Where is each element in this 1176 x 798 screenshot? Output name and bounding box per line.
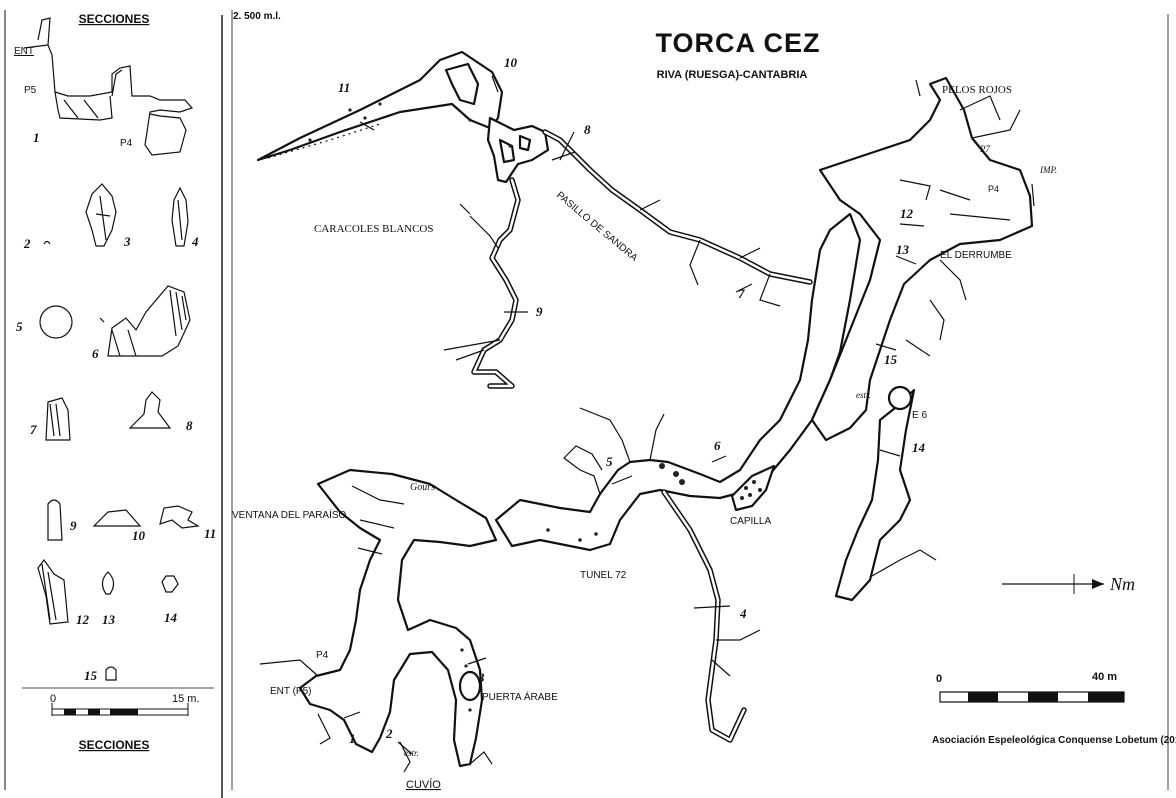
section-11-drawing (159, 505, 200, 529)
survey-length: 2. 500 m.l. (233, 11, 281, 22)
section-3-drawing (85, 183, 117, 247)
section-number-6: 6 (92, 346, 99, 361)
plan-section-2: 2 (385, 726, 393, 741)
north-network (810, 76, 1034, 442)
sections-heading-bottom: SECCIONES (79, 738, 150, 752)
section-14-drawing (161, 575, 179, 593)
cave-plan (256, 50, 1035, 773)
plan-section-6: 6 (714, 438, 721, 453)
label-e6: E 6 (912, 410, 927, 421)
section-number-10: 10 (132, 528, 146, 543)
plan-section-13: 13 (896, 242, 910, 257)
cuvio-network (298, 468, 498, 768)
plan-section-1: 1 (349, 731, 356, 746)
label-ent-p5: ENT (P5) (270, 686, 312, 697)
label-ventana-del-paraiso: VENTANA DEL PARAÍSO (232, 508, 347, 521)
section-number-13: 13 (102, 612, 116, 627)
page-title: TORCA CEZ (655, 28, 820, 58)
label-p7: P7 (979, 144, 990, 154)
chamber-10 (444, 62, 480, 106)
plan-section-9: 9 (536, 304, 543, 319)
plan-section-4: 4 (739, 606, 747, 621)
label-cuvio: CUVÍO (406, 778, 441, 791)
label-imp: IMP. (1039, 165, 1057, 175)
plan-section-7: 7 (738, 286, 745, 301)
section-number-3: 3 (123, 234, 131, 249)
section-5-drawing (39, 305, 73, 339)
plan-section-10: 10 (504, 55, 518, 70)
plan-section-11: 11 (338, 80, 350, 95)
section-6-drawing (99, 285, 191, 357)
label-capilla: CAPILLA (730, 516, 771, 527)
label-puerta-arabe: PUERTA ÁRABE (482, 690, 558, 703)
plan-section-3: 3 (477, 670, 485, 685)
label-pelos-rojos: PELOS ROJOS (942, 84, 1012, 96)
section-9-drawing (47, 499, 63, 541)
north-arrow (1002, 574, 1104, 594)
gallery-14 (834, 388, 916, 602)
subtitle: RIVA (RUESGA)-CANTABRIA (657, 69, 808, 81)
label-el-derrumbe: EL DERRUMBE (940, 250, 1012, 261)
north-label: Nm (1109, 574, 1135, 594)
section-number-9: 9 (70, 518, 77, 533)
section-10-drawing (92, 509, 142, 527)
section-13-drawing (101, 571, 115, 595)
label-caracoles-blancos: CARACOLES BLANCOS (314, 223, 434, 235)
gallery-5-tunel-72 (494, 212, 862, 552)
section-p4-label: P4 (120, 138, 133, 149)
sections-scale-end: 15 m. (172, 693, 200, 705)
plan-section-8: 8 (584, 122, 591, 137)
label-gours: Gours (410, 482, 435, 493)
section-4-drawing (171, 186, 189, 247)
plan-section-15: 15 (884, 352, 898, 367)
main-scale-end: 40 m (1092, 671, 1117, 683)
section-number-15: 15 (84, 668, 98, 683)
section-1-drawing (23, 17, 194, 156)
section-p5-label: P5 (24, 85, 37, 96)
gallery-11 (256, 50, 504, 162)
sections-scale-start: 0 (50, 693, 56, 705)
section-number-2: 2 (23, 236, 31, 251)
label-tunel-72: TUNEL 72 (580, 570, 627, 581)
label-estr-2: estr. (856, 390, 871, 400)
section-number-5: 5 (16, 319, 23, 334)
plan-section-12: 12 (900, 206, 914, 221)
section-number-8: 8 (186, 418, 193, 433)
sections-scale-bar (51, 703, 189, 716)
section-2-drawing (43, 240, 51, 245)
sections-panel: SECCIONES ENT P5 P4 1 2 3 4 5 (4, 10, 223, 798)
section-ent-label: ENT (14, 46, 34, 57)
section-15-drawing (105, 666, 117, 681)
section-8-drawing (128, 391, 172, 429)
section-number-12: 12 (76, 612, 90, 627)
plan-section-14: 14 (912, 440, 926, 455)
label-p4-north: P4 (988, 184, 999, 194)
label-p4-entrance: P4 (316, 650, 329, 661)
label-estr-1: estr. (404, 748, 419, 758)
junction-8 (486, 116, 550, 184)
sections-heading-top: SECCIONES (79, 12, 150, 26)
section-number-7: 7 (30, 422, 37, 437)
section-7-drawing (45, 397, 71, 441)
section-number-4: 4 (191, 234, 199, 249)
pasillo-de-sandra (542, 129, 813, 285)
main-scale-bar (939, 691, 1125, 703)
section-number-11: 11 (204, 526, 216, 541)
gallery-4 (661, 489, 747, 743)
main-scale-start: 0 (936, 673, 942, 685)
section-number-14: 14 (164, 610, 178, 625)
e6-shaft (887, 385, 913, 411)
plan-section-5: 5 (606, 454, 613, 469)
section-number-1: 1 (33, 130, 40, 145)
plan-section-marks (343, 75, 925, 755)
credit-line: Asociación Espeleológica Conquense Lobet… (932, 735, 1176, 746)
